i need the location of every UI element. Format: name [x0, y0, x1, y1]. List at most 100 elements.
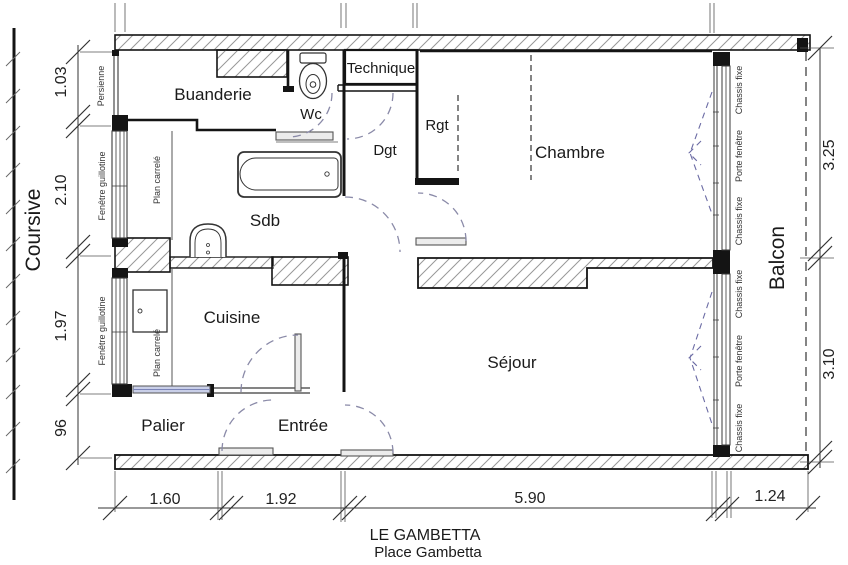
room-label-rgt: Rgt: [425, 117, 449, 134]
bottom-exterior-wall: [114, 454, 809, 470]
dim-right-1: 3.25: [821, 139, 838, 170]
opening-label-carrele-top: Plan carrelé: [152, 156, 162, 204]
opening-label-guillotine-top: Fenêtre guillotine: [97, 151, 107, 220]
west-pier-block: [114, 237, 171, 273]
east-window-top-glazing: [713, 66, 718, 250]
sdb-cuisine-divider-band: [169, 256, 274, 269]
washbasin-tap-1: [206, 243, 210, 247]
persienne-window: [113, 56, 119, 115]
east-wall-corner-ne: [713, 52, 730, 66]
sejour-door-leaf: [340, 449, 394, 457]
west-wall-block-3: [112, 268, 128, 278]
bathtub-fixture: [237, 151, 342, 198]
cuisine-door-leaf: [294, 333, 302, 392]
windows: [111, 52, 807, 452]
opening-label-porte-fenetre-1: Porte fenêtre: [734, 130, 744, 182]
west-wall-block-2: [112, 237, 128, 247]
dim-bottom-1: 1.60: [149, 491, 180, 508]
west-wall-block-1: [112, 115, 128, 131]
chambre-door-swing: [417, 192, 467, 242]
cuisine-ne-wall-block: [271, 256, 349, 286]
dim-bottom-2: 1.92: [265, 491, 296, 508]
window-swings: [688, 91, 713, 425]
opening-label-chassis-1: Chassis fixe: [734, 66, 744, 115]
cuisine-ne-stub: [338, 252, 348, 259]
east-wall-corner-se: [713, 445, 730, 457]
room-label-sejour: Séjour: [487, 353, 536, 372]
technique-south-wall: [337, 84, 417, 92]
buanderie-east-wall-block: [216, 49, 288, 78]
bottom-dimension-ticks: [102, 495, 821, 522]
room-label-cuisine: Cuisine: [204, 308, 261, 327]
opening-label-porte-fenetre-2: Porte fenêtre: [734, 335, 744, 387]
washbasin-tap-2: [206, 250, 210, 255]
chambre-window-swing: [689, 91, 713, 215]
top-exterior-wall: [114, 34, 811, 51]
dgt-door-swing: [346, 92, 394, 140]
sejour-window-swing: [689, 291, 713, 425]
dim-left-3: 1.97: [53, 310, 70, 341]
dim-right-2: 3.10: [821, 348, 838, 379]
plan-subtitle: Place Gambetta: [374, 544, 482, 561]
dim-left-1: 1.03: [53, 66, 70, 97]
balcony-north-end-block: [797, 38, 808, 52]
dim-left-2: 2.10: [53, 174, 70, 205]
room-label-chambre: Chambre: [535, 143, 605, 162]
room-label-sdb: Sdb: [250, 211, 280, 230]
right-witness-lines: [800, 47, 834, 463]
opening-label-chassis-2: Chassis fixe: [734, 197, 744, 246]
guillotine-window-bottom-frame: [111, 277, 128, 385]
room-label-coursive: Coursive: [22, 189, 45, 272]
kitchen-sink-fixture: [132, 289, 168, 333]
room-label-palier: Palier: [141, 416, 185, 435]
room-label-entree: Entrée: [278, 416, 328, 435]
fixtures: [132, 52, 342, 386]
room-label-wc: Wc: [300, 106, 322, 123]
west-wall-corner-sw: [112, 384, 132, 397]
opening-label-chassis-3: Chassis fixe: [734, 270, 744, 319]
rgt-south-lip: [415, 178, 459, 185]
cuisine-door-swing: [240, 334, 299, 393]
cuisine-south-partition: [214, 387, 310, 394]
guillotine-window-top-panes: [112, 131, 127, 238]
chambre-sejour-divider-wall: [417, 257, 714, 289]
left-dimension-ticks: [65, 39, 91, 471]
chambre-door-leaf: [415, 237, 467, 246]
east-window-bottom-glazing: [713, 274, 718, 445]
sdb-door-swing: [344, 196, 401, 253]
east-wall-mid-block: [713, 250, 730, 274]
kitchen-sink-tap: [137, 308, 143, 314]
chambre-window-chevron: [688, 140, 702, 166]
bottom-witness-lines: [114, 471, 809, 522]
opening-label-carrele-bottom: Plan carrelé: [152, 329, 162, 377]
washbasin-inner: [194, 228, 222, 257]
room-label-balcon: Balcon: [766, 226, 789, 290]
left-witness-lines: [80, 51, 112, 459]
west-wall-block-top: [112, 50, 119, 56]
sdb-pocket-door-leaf: [275, 131, 334, 141]
dim-bottom-4: 1.24: [754, 488, 785, 505]
room-label-technique: Technique: [347, 60, 415, 77]
right-dimension-ticks: [807, 35, 833, 475]
plan-title: LE GAMBETTA: [370, 527, 481, 544]
toilet-drain: [309, 81, 317, 88]
guillotine-window-top-frame: [111, 130, 128, 239]
guillotine-window-bottom-panes: [112, 278, 127, 384]
dim-bottom-3: 5.90: [514, 490, 545, 507]
labels: Buanderie Wc Technique Rgt Dgt Chambre S…: [22, 60, 838, 561]
opening-label-chassis-4: Chassis fixe: [734, 404, 744, 453]
toilet-tank: [299, 52, 327, 64]
top-witness-lines: [114, 3, 715, 33]
dimension-graphics: [65, 3, 834, 522]
coursive-hatch-ticks: [5, 51, 21, 474]
sejour-window-chevron: [688, 345, 702, 371]
wc-west-wall-foot: [283, 86, 294, 92]
east-window-bottom-ticks: [713, 274, 727, 445]
wall-lines: [5, 28, 808, 500]
door-swings: [221, 92, 467, 454]
room-label-buanderie: Buanderie: [174, 85, 252, 104]
wc-door-swing: [287, 92, 333, 138]
entree-door-swing: [221, 399, 274, 452]
buanderie-south-wall: [115, 118, 276, 132]
